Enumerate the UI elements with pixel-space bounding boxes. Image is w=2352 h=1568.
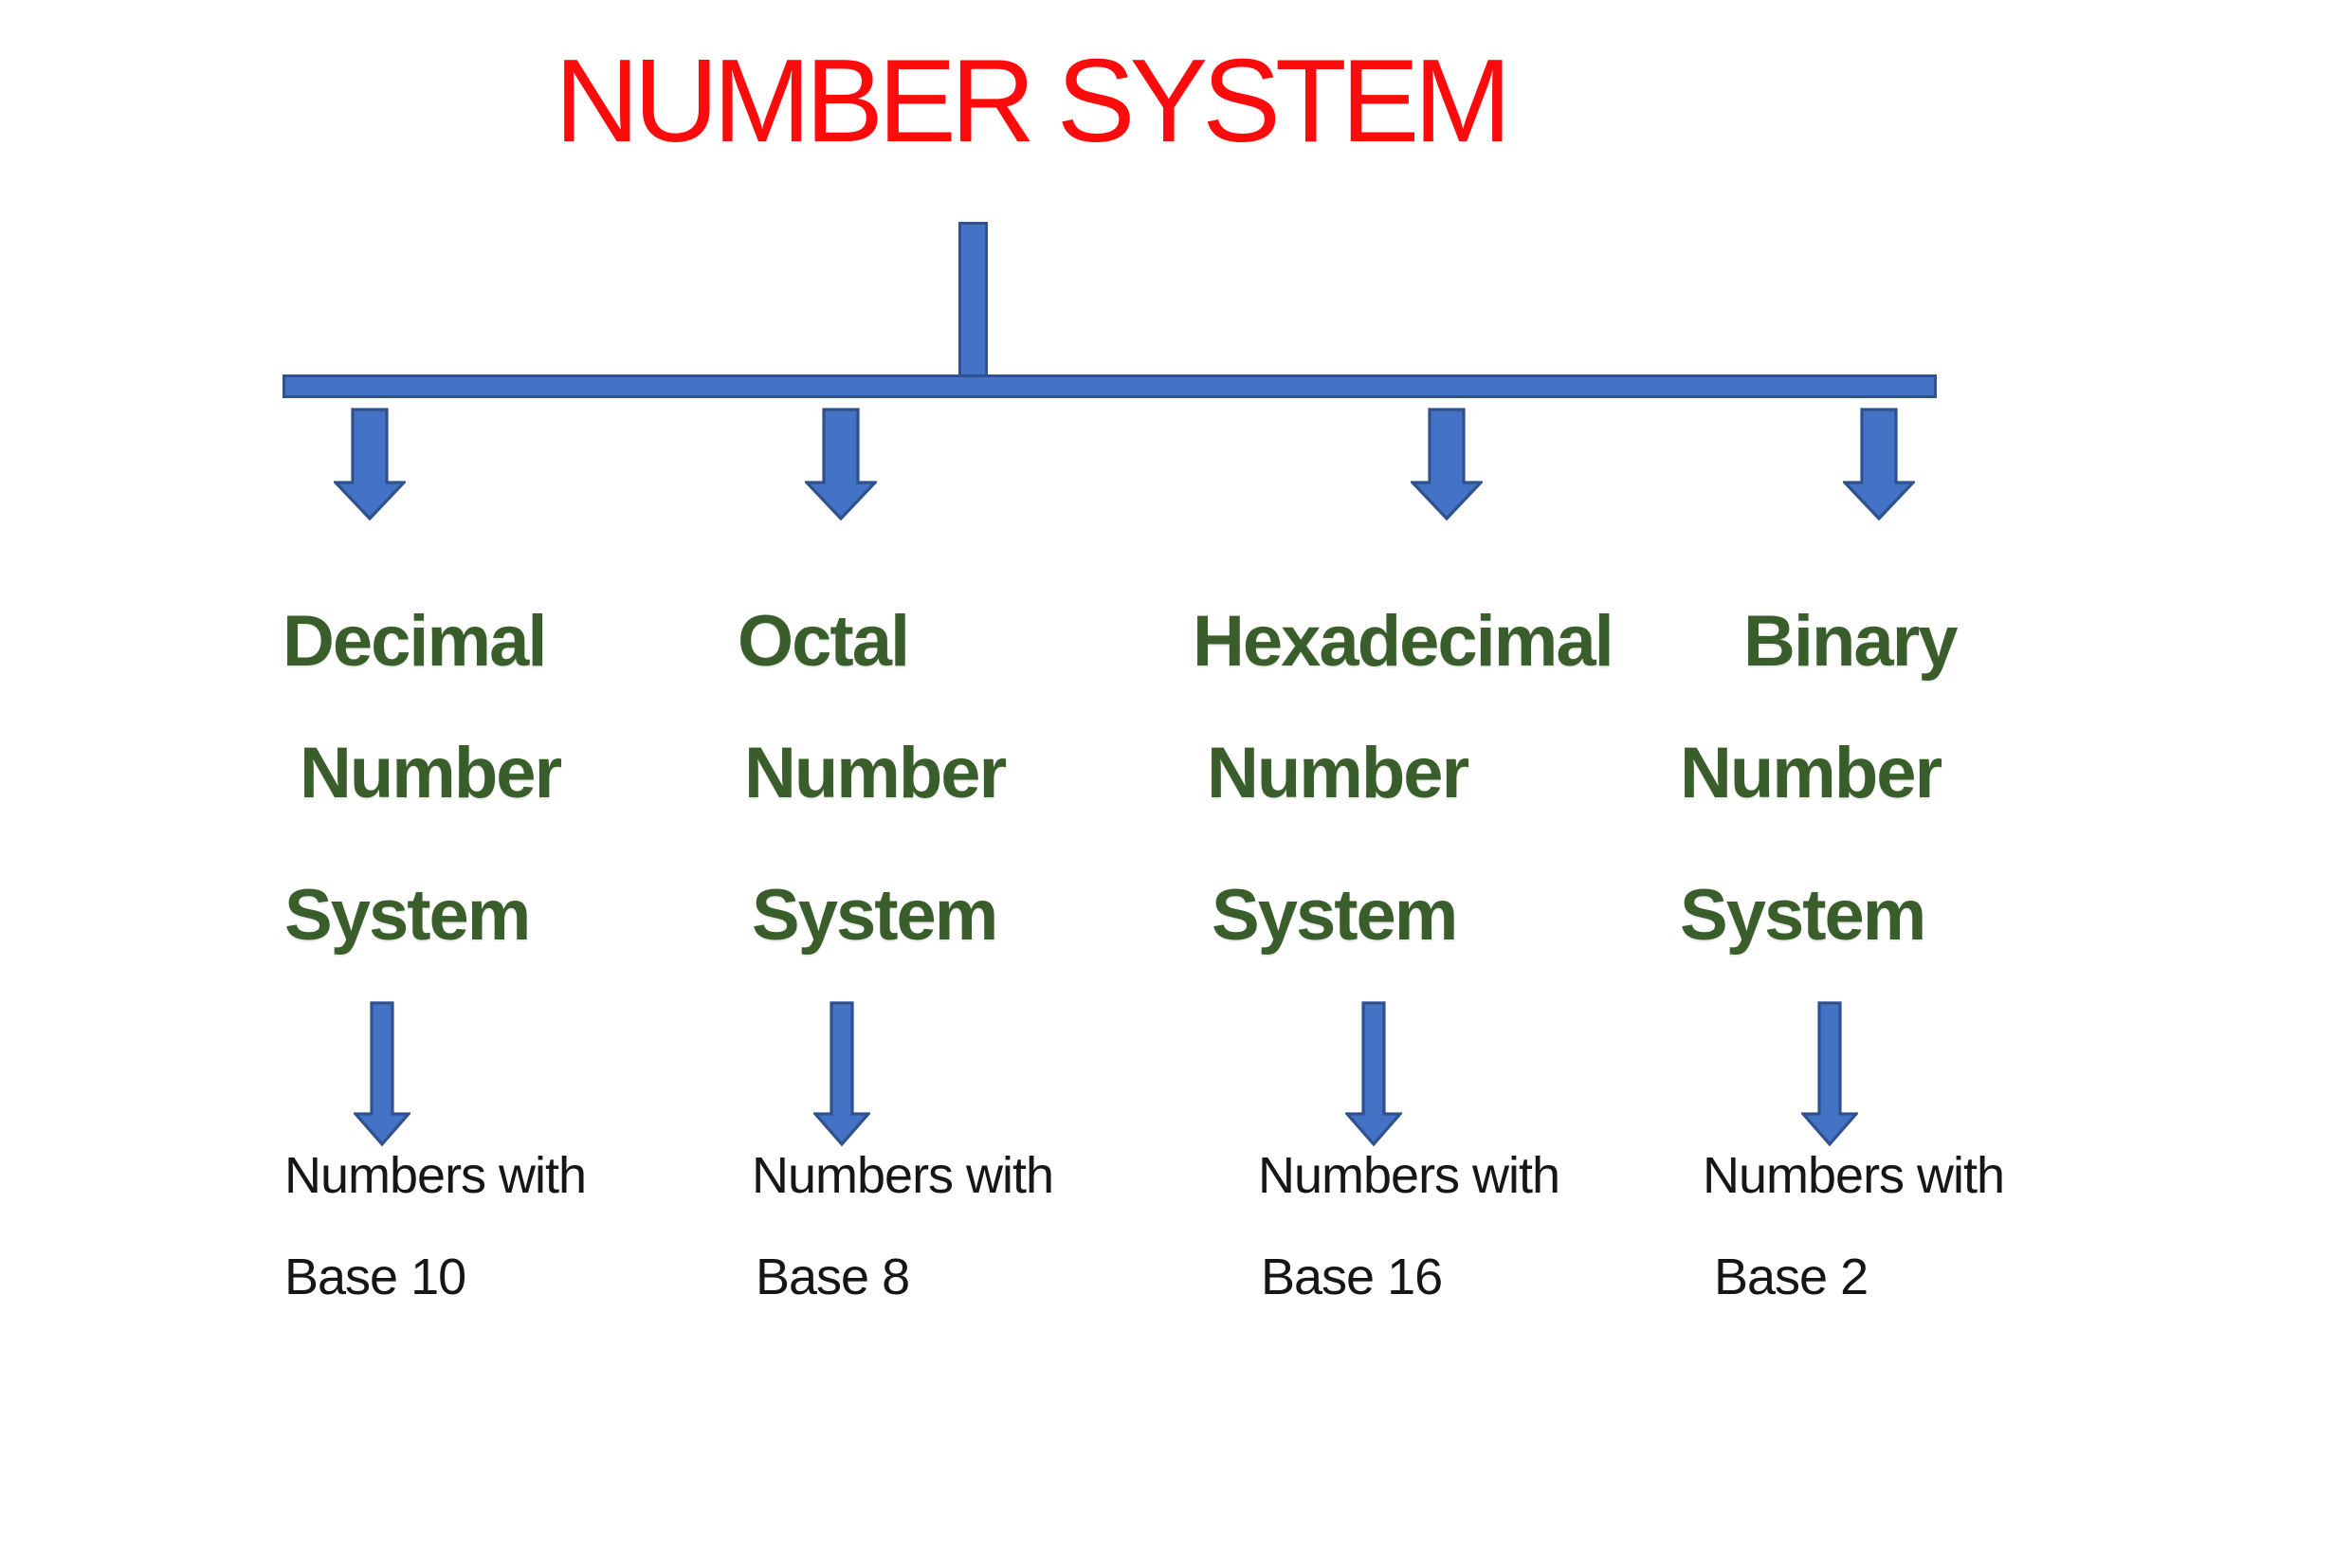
connector-stem [958, 222, 988, 377]
diagram-title: NUMBER SYSTEM [555, 36, 1512, 167]
down-thin-arrow-icon [1801, 1001, 1858, 1147]
down-thin-arrow-icon [354, 1001, 410, 1147]
down-block-arrow-icon [334, 408, 406, 521]
branch-label-line: Octal [738, 601, 910, 682]
branch-description-line: Base 2 [1714, 1249, 1869, 1305]
down-block-arrow-icon [1411, 408, 1483, 521]
branch-label-line: System [1212, 875, 1458, 956]
branch-description-line: Base 10 [284, 1249, 466, 1305]
branch-description-line: Numbers with [1258, 1147, 1560, 1204]
branch-label-line: Hexadecimal [1193, 601, 1614, 682]
down-thin-arrow-icon [813, 1001, 870, 1147]
branch-label-line: System [1680, 875, 1926, 956]
branch-description-line: Base 8 [756, 1249, 910, 1305]
branch-label-line: Number [300, 733, 562, 813]
branch-label-line: System [752, 875, 998, 956]
branch-description-line: Numbers with [284, 1147, 587, 1204]
down-block-arrow-icon [1843, 408, 1915, 521]
branch-label-line: Number [1680, 733, 1942, 813]
down-block-arrow-icon [805, 408, 877, 521]
branch-description-line: Base 16 [1261, 1249, 1443, 1305]
branch-label-line: Binary [1743, 601, 1959, 682]
branch-label-line: Decimal [283, 601, 547, 682]
down-thin-arrow-icon [1345, 1001, 1402, 1147]
connector-bar [283, 374, 1937, 398]
branch-description-line: Numbers with [752, 1147, 1054, 1204]
branch-label-line: System [284, 875, 531, 956]
branch-label-line: Number [1207, 733, 1469, 813]
branch-label-line: Number [744, 733, 1007, 813]
branch-description-line: Numbers with [1703, 1147, 2005, 1204]
